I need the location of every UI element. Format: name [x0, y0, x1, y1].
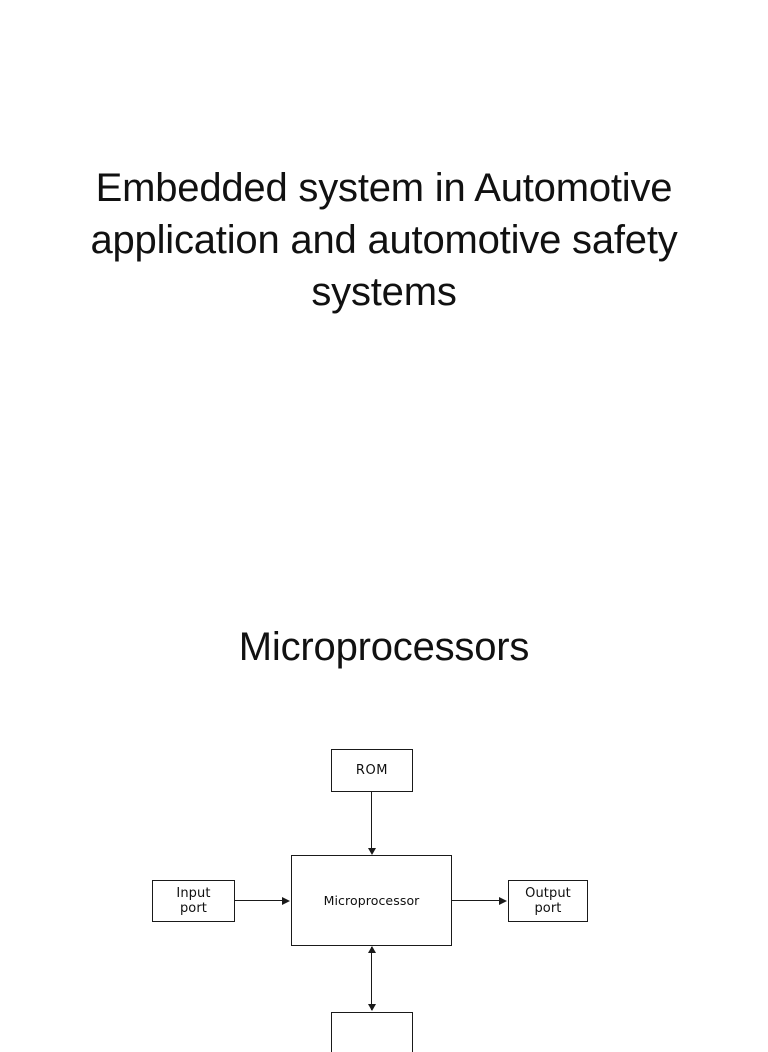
slide-canvas: Embedded system in Automotive applicatio…	[90, 166, 678, 1052]
diagram-node-input-port: Input port	[152, 880, 235, 922]
diagram-node-microprocessor: Microprocessor	[291, 855, 452, 946]
connector-input-to-cpu	[235, 900, 283, 902]
connector-cpu-to-output	[452, 900, 500, 902]
connector-cpu-to-bottom	[371, 947, 373, 1010]
microprocessor-block-diagram: ROM Microprocessor Input port Output por…	[140, 735, 620, 1052]
diagram-node-rom: ROM	[331, 749, 413, 792]
diagram-node-bottom-cropped	[331, 1012, 413, 1052]
arrowhead-right-icon	[499, 897, 507, 905]
arrowhead-down-icon	[368, 1004, 376, 1011]
diagram-node-output-port: Output port	[508, 880, 588, 922]
page-title: Embedded system in Automotive applicatio…	[90, 166, 678, 314]
arrowhead-down-icon	[368, 848, 376, 855]
section-heading: Microprocessors	[238, 625, 530, 669]
arrowhead-up-icon	[368, 946, 376, 953]
arrowhead-right-icon	[282, 897, 290, 905]
connector-rom-to-cpu	[371, 791, 373, 849]
